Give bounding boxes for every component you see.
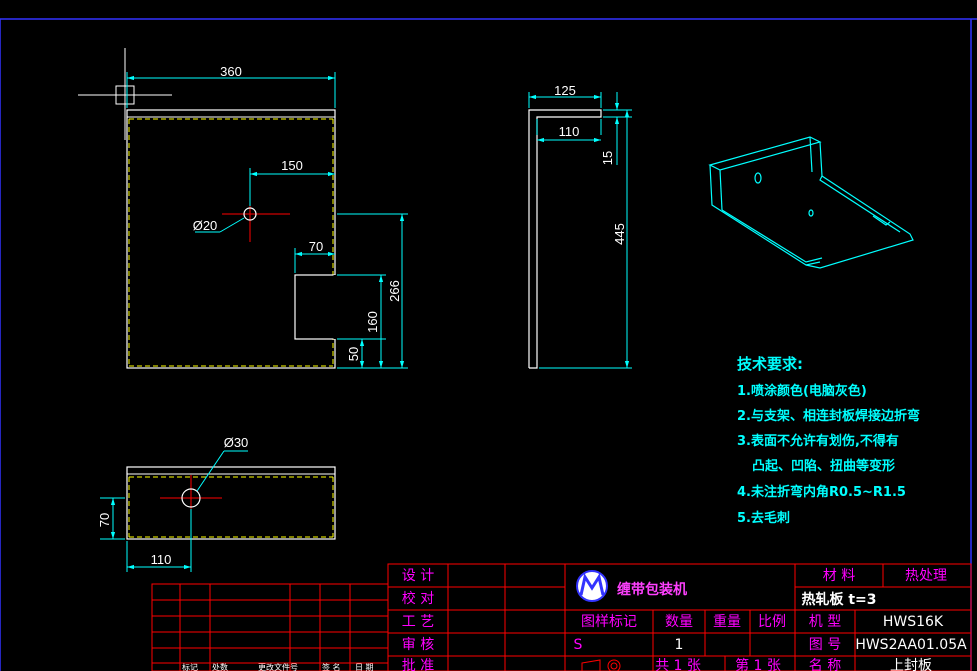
company-logo-icon bbox=[576, 570, 608, 602]
drawing-mark-value: S bbox=[574, 637, 583, 653]
tech-requirement-item: 凸起、凹陷、扭曲等变形 bbox=[752, 458, 895, 474]
tech-requirement-item: 2.与支架、相连封板焊接边折弯 bbox=[737, 408, 920, 424]
role-design: 设 计 bbox=[402, 568, 434, 584]
model-value: HWS16K bbox=[883, 614, 944, 630]
revision-header: 更改文件号 bbox=[258, 662, 298, 671]
material-value: 热轧板 t=3 bbox=[801, 591, 876, 608]
scale-label: 比例 bbox=[758, 614, 786, 630]
drawing-number-value: HWS2AA01.05A bbox=[855, 637, 967, 653]
dim-bottom-hole-x: 110 bbox=[151, 552, 172, 567]
role-process: 工 艺 bbox=[402, 614, 434, 630]
sheet-number: 第 1 张 bbox=[735, 657, 781, 671]
isometric-view bbox=[708, 136, 914, 269]
quantity-label: 数量 bbox=[665, 614, 693, 630]
front-view bbox=[126, 109, 337, 369]
part-name-value: 上封板 bbox=[890, 658, 932, 671]
total-sheets: 共 1 张 bbox=[655, 658, 701, 671]
drawing-mark-label: 图样标记 bbox=[581, 614, 637, 630]
role-check: 校 对 bbox=[402, 590, 434, 607]
dim-bottom-hole-y: 70 bbox=[97, 513, 112, 527]
revision-header: 处数 bbox=[212, 662, 228, 671]
dim-front-width: 360 bbox=[220, 64, 242, 79]
dim-side-outer: 125 bbox=[554, 83, 576, 98]
company-name: 缠带包装机 bbox=[617, 581, 687, 598]
dim-bottom-hole-dia: Ø30 bbox=[224, 435, 249, 450]
dim-front-notch-height: 160 bbox=[365, 311, 380, 333]
projection-symbol-icon bbox=[581, 659, 621, 671]
revision-header: 日 期 bbox=[355, 663, 374, 671]
side-view bbox=[528, 109, 602, 369]
bottom-view bbox=[126, 466, 336, 540]
dim-front-hole-dia: Ø20 bbox=[193, 218, 218, 233]
revision-block bbox=[151, 583, 389, 671]
revision-header: 签 名 bbox=[322, 662, 341, 671]
dim-side-flange: 15 bbox=[600, 151, 615, 165]
title-block-grid bbox=[387, 563, 972, 671]
tech-requirement-item: 5.去毛刺 bbox=[737, 510, 790, 526]
dim-front-hole-x: 150 bbox=[281, 158, 303, 173]
weight-label: 重量 bbox=[713, 614, 741, 630]
material-label: 材 料 bbox=[823, 568, 855, 584]
drawing-frame bbox=[0, 18, 977, 671]
dim-front-height: 266 bbox=[387, 280, 402, 302]
bottom-view-dimensions bbox=[100, 450, 248, 572]
tech-requirement-item: 1.喷涂颜色(电脑灰色) bbox=[737, 383, 867, 399]
side-view-dimensions bbox=[528, 92, 632, 369]
front-view-dimensions bbox=[126, 72, 408, 369]
quantity-value: 1 bbox=[675, 637, 684, 653]
heat-treatment-label: 热处理 bbox=[905, 568, 947, 584]
dim-front-notch-width: 70 bbox=[309, 239, 323, 254]
dim-side-height: 445 bbox=[612, 223, 627, 245]
tech-requirement-item: 4.未注折弯内角R0.5~R1.5 bbox=[737, 484, 906, 500]
tech-requirement-item: 3.表面不允许有划伤,不得有 bbox=[737, 433, 899, 449]
dim-side-inner: 110 bbox=[559, 124, 580, 139]
cursor-crosshair-icon bbox=[78, 48, 172, 140]
drawing-number-label: 图 号 bbox=[809, 637, 841, 653]
role-review: 审 核 bbox=[402, 637, 434, 653]
tech-requirements-title: 技术要求: bbox=[737, 355, 803, 373]
dim-front-bottom: 50 bbox=[346, 347, 361, 361]
part-name-label: 名 称 bbox=[809, 658, 841, 671]
title-block-roles: 设 计 校 对 工 艺 审 核 批 准 bbox=[402, 568, 434, 671]
role-approve: 批 准 bbox=[402, 658, 434, 671]
tech-requirements: 技术要求: 1.喷涂颜色(电脑灰色) 2.与支架、相连封板焊接边折弯 3.表面不… bbox=[737, 355, 920, 526]
model-label: 机 型 bbox=[809, 614, 841, 630]
revision-header: 标记 bbox=[182, 662, 198, 671]
